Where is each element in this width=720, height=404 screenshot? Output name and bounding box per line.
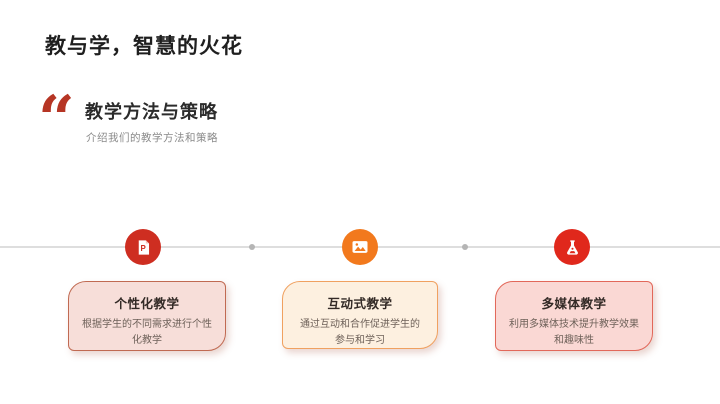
flask-icon [563,238,582,257]
timeline-dot [249,244,255,250]
card-description: 通过互动和合作促进学生的参与和学习 [300,319,420,346]
card-description: 根据学生的不同需求进行个性化教学 [82,319,212,346]
image-icon [350,237,370,257]
timeline-dot [462,244,468,250]
quote-icon: “ [38,82,75,157]
section-heading: 教学方法与策略 [85,102,218,122]
timeline-card-interactive: 互动式教学 通过互动和合作促进学生的参与和学习 [282,281,438,349]
timeline-card-multimedia: 多媒体教学 利用多媒体技术提升教学效果和趣味性 [495,281,653,351]
ppt-file-icon: P [134,238,153,257]
timeline-node-multimedia [554,229,590,265]
section-subheading: 介绍我们的教学方法和策略 [86,132,218,144]
page-title: 教与学，智慧的火花 [45,35,243,58]
card-title: 个性化教学 [114,297,180,311]
svg-text:P: P [140,244,145,253]
card-title: 互动式教学 [327,297,393,311]
timeline-node-interactive [342,229,378,265]
timeline-card-personalized: 个性化教学 根据学生的不同需求进行个性化教学 [68,281,226,351]
timeline-node-personalized: P [125,229,161,265]
card-title: 多媒体教学 [541,297,607,311]
card-description: 利用多媒体技术提升教学效果和趣味性 [509,319,639,346]
